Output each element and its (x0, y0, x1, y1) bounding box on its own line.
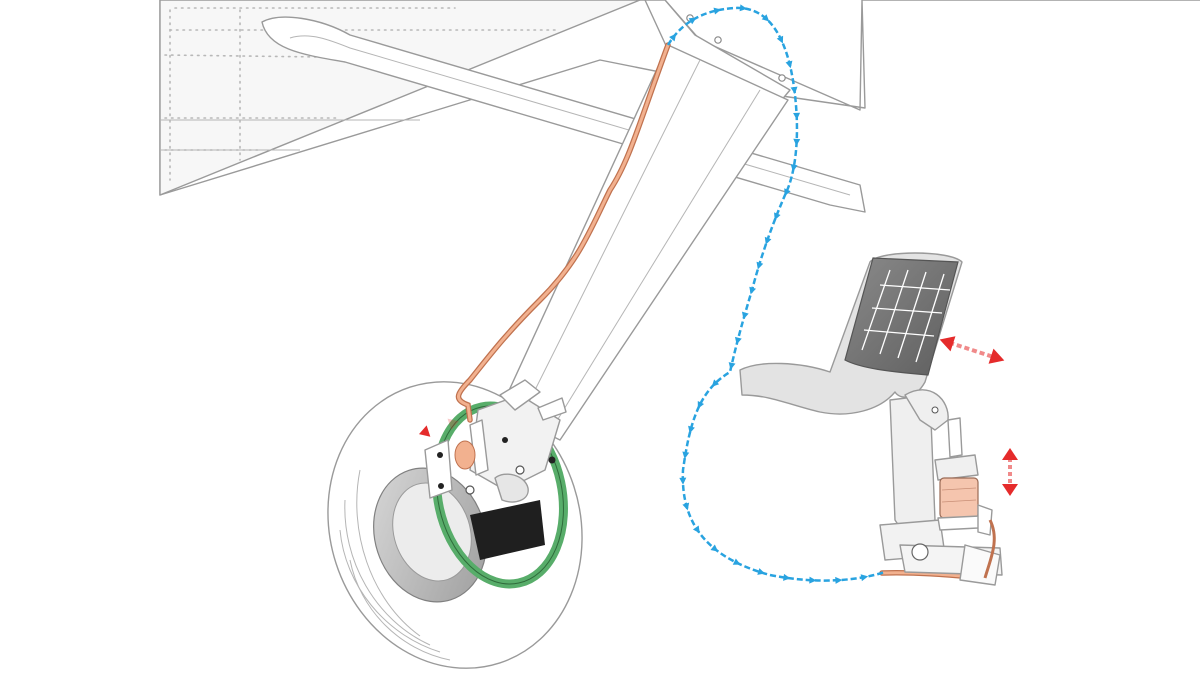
flow-marker (793, 139, 800, 146)
flow-marker (740, 4, 748, 12)
flow-marker (682, 503, 691, 512)
pedal-pad (845, 258, 958, 375)
flow-marker (809, 577, 816, 584)
flow-marker (786, 61, 794, 69)
motion-arrow-master-cylinder (1002, 448, 1018, 496)
flow-marker (693, 526, 703, 536)
motion-arrow-pedal (937, 332, 1007, 368)
flow-marker (679, 478, 686, 485)
flow-marker (747, 287, 756, 296)
flow-marker (754, 262, 763, 271)
flow-marker (777, 36, 786, 45)
flow-marker (835, 576, 842, 583)
flow-marker (710, 544, 720, 554)
fluid-reservoir (940, 478, 978, 518)
flow-marker (733, 558, 742, 567)
flow-marker (793, 113, 800, 120)
flow-marker (861, 573, 869, 581)
brake-pedal-assembly (740, 253, 1002, 585)
flow-marker (740, 312, 749, 321)
flow-marker (695, 401, 704, 410)
